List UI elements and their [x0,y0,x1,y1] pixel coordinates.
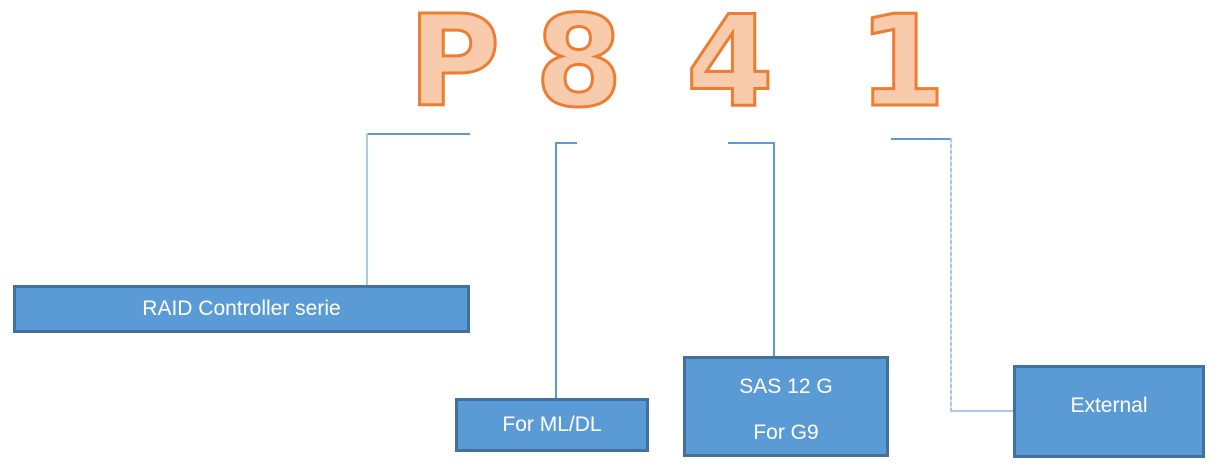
label-sas-12g: SAS 12 G [739,375,833,398]
label-box-sas-12g-for-g9: SAS 12 G For G9 [683,356,889,457]
label-external: External [1070,393,1148,417]
model-letter-p: P [406,0,501,135]
model-digit-8: 8 [534,0,625,135]
connector-1-vertical [950,138,952,412]
model-digit-1: 1 [857,0,948,135]
connector-1-horizontal [891,138,952,140]
label-box-raid-controller-serie: RAID Controller serie [13,285,470,333]
label-box-for-ml-dl: For ML/DL [455,398,649,452]
label-for-g9: For G9 [753,421,819,444]
connector-4-vertical [773,142,775,357]
connector-8-vertical [555,142,557,399]
connector-p-horizontal [367,133,470,135]
label-raid-controller-serie: RAID Controller serie [142,297,341,320]
connector-p-vertical [366,133,368,286]
label-for-ml-dl: For ML/DL [502,413,602,436]
connector-8-horizontal [555,142,577,144]
connector-1-bottom-horizontal [950,410,1013,412]
label-box-external: External [1013,365,1205,458]
model-digit-4: 4 [685,0,776,135]
connector-4-horizontal [728,142,775,144]
